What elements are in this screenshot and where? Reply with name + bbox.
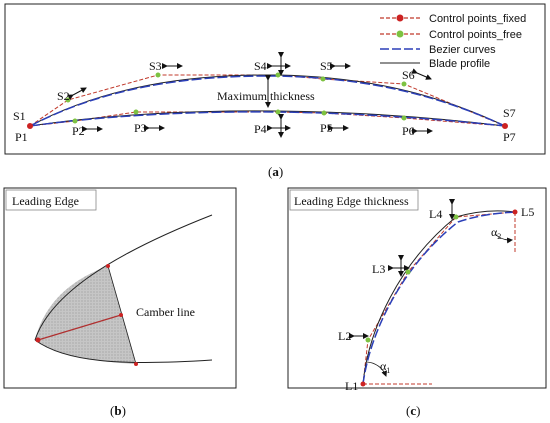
label-s6: S6 <box>402 68 415 82</box>
point-s6 <box>401 81 407 87</box>
max-thickness-label: Maximum thickness <box>217 89 315 103</box>
panel-b-title-box <box>5 189 97 211</box>
panel-c-title: Leading Edge thickness <box>294 194 409 208</box>
caption-c: (c) <box>406 403 420 418</box>
label-l4: L4 <box>429 207 442 221</box>
point-p5 <box>321 110 327 116</box>
camber-line <box>37 314 122 341</box>
p4-move-icon <box>267 114 291 138</box>
l3-move-icon <box>388 255 410 277</box>
point-p3 <box>133 109 139 115</box>
label-p5: P5 <box>320 121 333 135</box>
alpha1-label: α1 <box>380 359 390 375</box>
legend-free: Control points_free <box>380 29 522 41</box>
label-p3: P3 <box>134 121 147 135</box>
panel-c-title-box <box>289 189 419 211</box>
panel-a-frame <box>4 3 546 155</box>
label-s1: S1 <box>13 109 26 123</box>
legend-fixed-label: Control points_fixed <box>429 13 526 25</box>
point-s3 <box>155 72 161 78</box>
label-p7: P7 <box>503 130 516 144</box>
legend-profile-label: Blade profile <box>429 58 490 70</box>
label-p2: P2 <box>72 124 85 138</box>
panel-b-title: Leading Edge <box>12 194 79 208</box>
caption-a: (a) <box>268 164 283 179</box>
label-p4: P4 <box>254 122 267 136</box>
two-way-arrow-icons <box>67 63 433 134</box>
legend-bezier-label: Bezier curves <box>429 44 496 56</box>
point-p4 <box>275 109 281 115</box>
s4-move-icon <box>267 52 291 76</box>
point-s1-p1 <box>27 123 33 129</box>
label-s7: S7 <box>503 106 516 120</box>
label-s3: S3 <box>149 59 162 73</box>
label-l1: L1 <box>345 379 358 393</box>
point-s5 <box>320 76 326 82</box>
s6-move-icon <box>411 68 432 80</box>
label-l2: L2 <box>338 329 351 343</box>
label-l5: L5 <box>521 205 534 219</box>
label-p6: P6 <box>402 124 415 138</box>
panel-c-frame <box>287 187 547 389</box>
label-l3: L3 <box>372 262 385 276</box>
legend-bezier: Bezier curves <box>380 44 496 56</box>
legend-fixed: Control points_fixed <box>380 13 526 25</box>
label-s5: S5 <box>320 59 333 73</box>
legend: Control points_fixed Control points_free… <box>380 13 526 70</box>
label-s2: S2 <box>57 89 70 103</box>
panel-c-move-icons <box>349 199 455 339</box>
camber-line-label: Camber line <box>136 305 195 319</box>
s2-move-icon <box>67 87 87 101</box>
legend-free-label: Control points_free <box>429 29 522 41</box>
label-s4: S4 <box>254 59 267 73</box>
point-s4 <box>275 72 281 78</box>
control-points <box>27 72 508 129</box>
point-p2 <box>72 118 78 124</box>
point-s7-p7 <box>502 123 508 129</box>
four-way-arrow-icons <box>267 52 291 138</box>
legend-profile: Blade profile <box>380 58 490 70</box>
label-p1: P1 <box>15 130 28 144</box>
alpha2-label: α2 <box>491 225 501 241</box>
leading-edge-shape <box>34 214 213 366</box>
caption-b: (b) <box>110 403 126 418</box>
point-p6 <box>401 115 407 121</box>
